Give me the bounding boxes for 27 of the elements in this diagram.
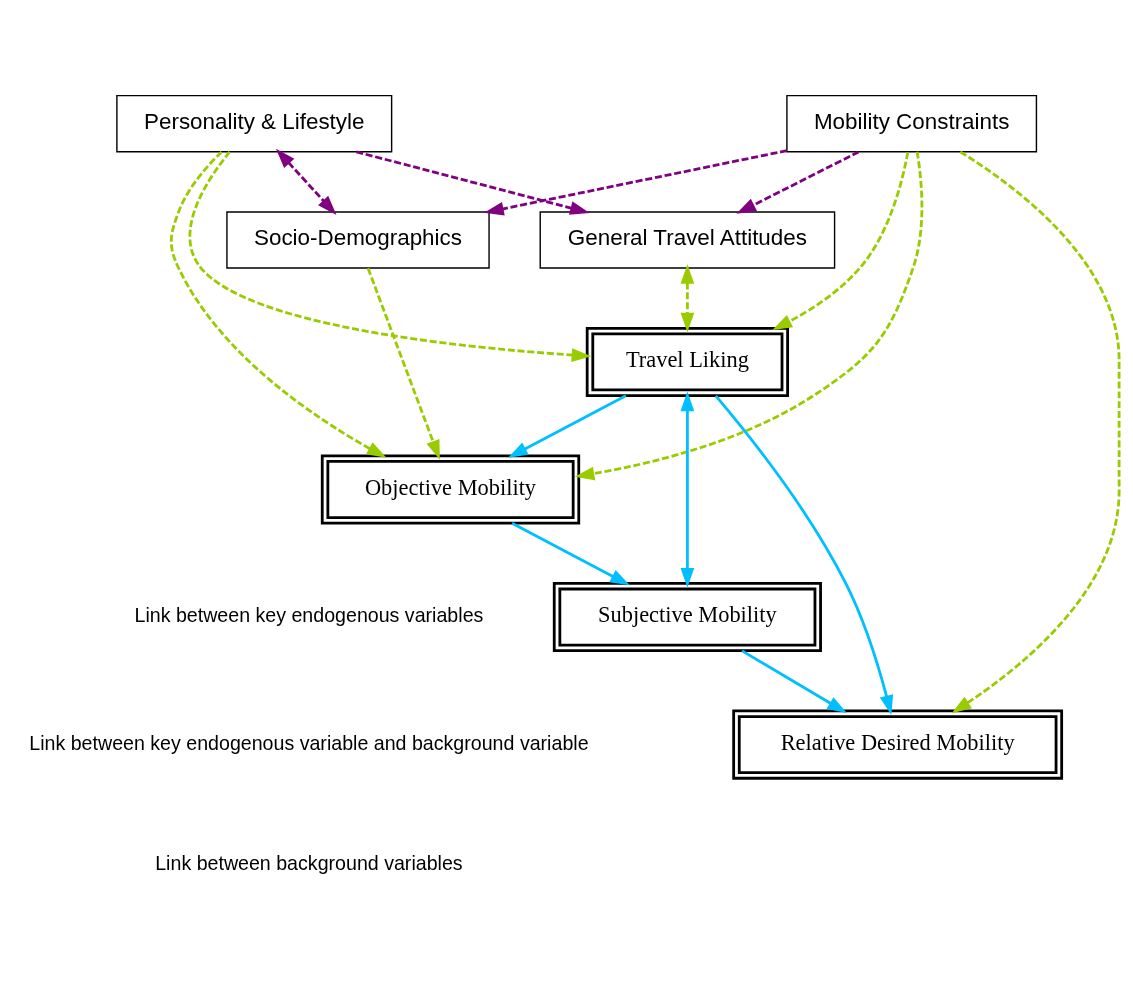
- node-box: Personality & Lifestyle: [116, 94, 393, 152]
- legend-label: Link between key endogenous variable and background variable: [29, 731, 589, 754]
- legend-label: Link between key endogenous variables: [134, 603, 484, 626]
- arrow: [741, 649, 847, 713]
- arrow: [484, 148, 787, 215]
- arrow: [772, 151, 910, 330]
- legend-label: Link between background variables: [155, 851, 463, 874]
- node-box: Objective Mobility: [320, 453, 581, 525]
- arrow: [169, 150, 387, 458]
- arrow: [508, 394, 627, 458]
- arrow: [574, 151, 924, 480]
- arrow: [736, 150, 860, 214]
- node-box: Mobility Constraints: [786, 94, 1038, 152]
- node-box: Socio-Demographics: [226, 210, 490, 269]
- arrow: [276, 148, 337, 215]
- arrow: [951, 150, 1121, 713]
- arrow: [356, 149, 590, 215]
- node-box: Travel Liking: [585, 326, 789, 397]
- arrow: [680, 263, 695, 332]
- arrow: [714, 394, 894, 715]
- node-box: Subjective Mobility: [552, 581, 822, 652]
- node-box: Relative Desired Mobility: [732, 709, 1064, 780]
- arrow: [366, 267, 440, 460]
- arrow: [680, 391, 695, 588]
- arrow: [511, 521, 630, 585]
- node-box: General Travel Attitudes: [539, 210, 836, 269]
- arrow: [188, 150, 592, 362]
